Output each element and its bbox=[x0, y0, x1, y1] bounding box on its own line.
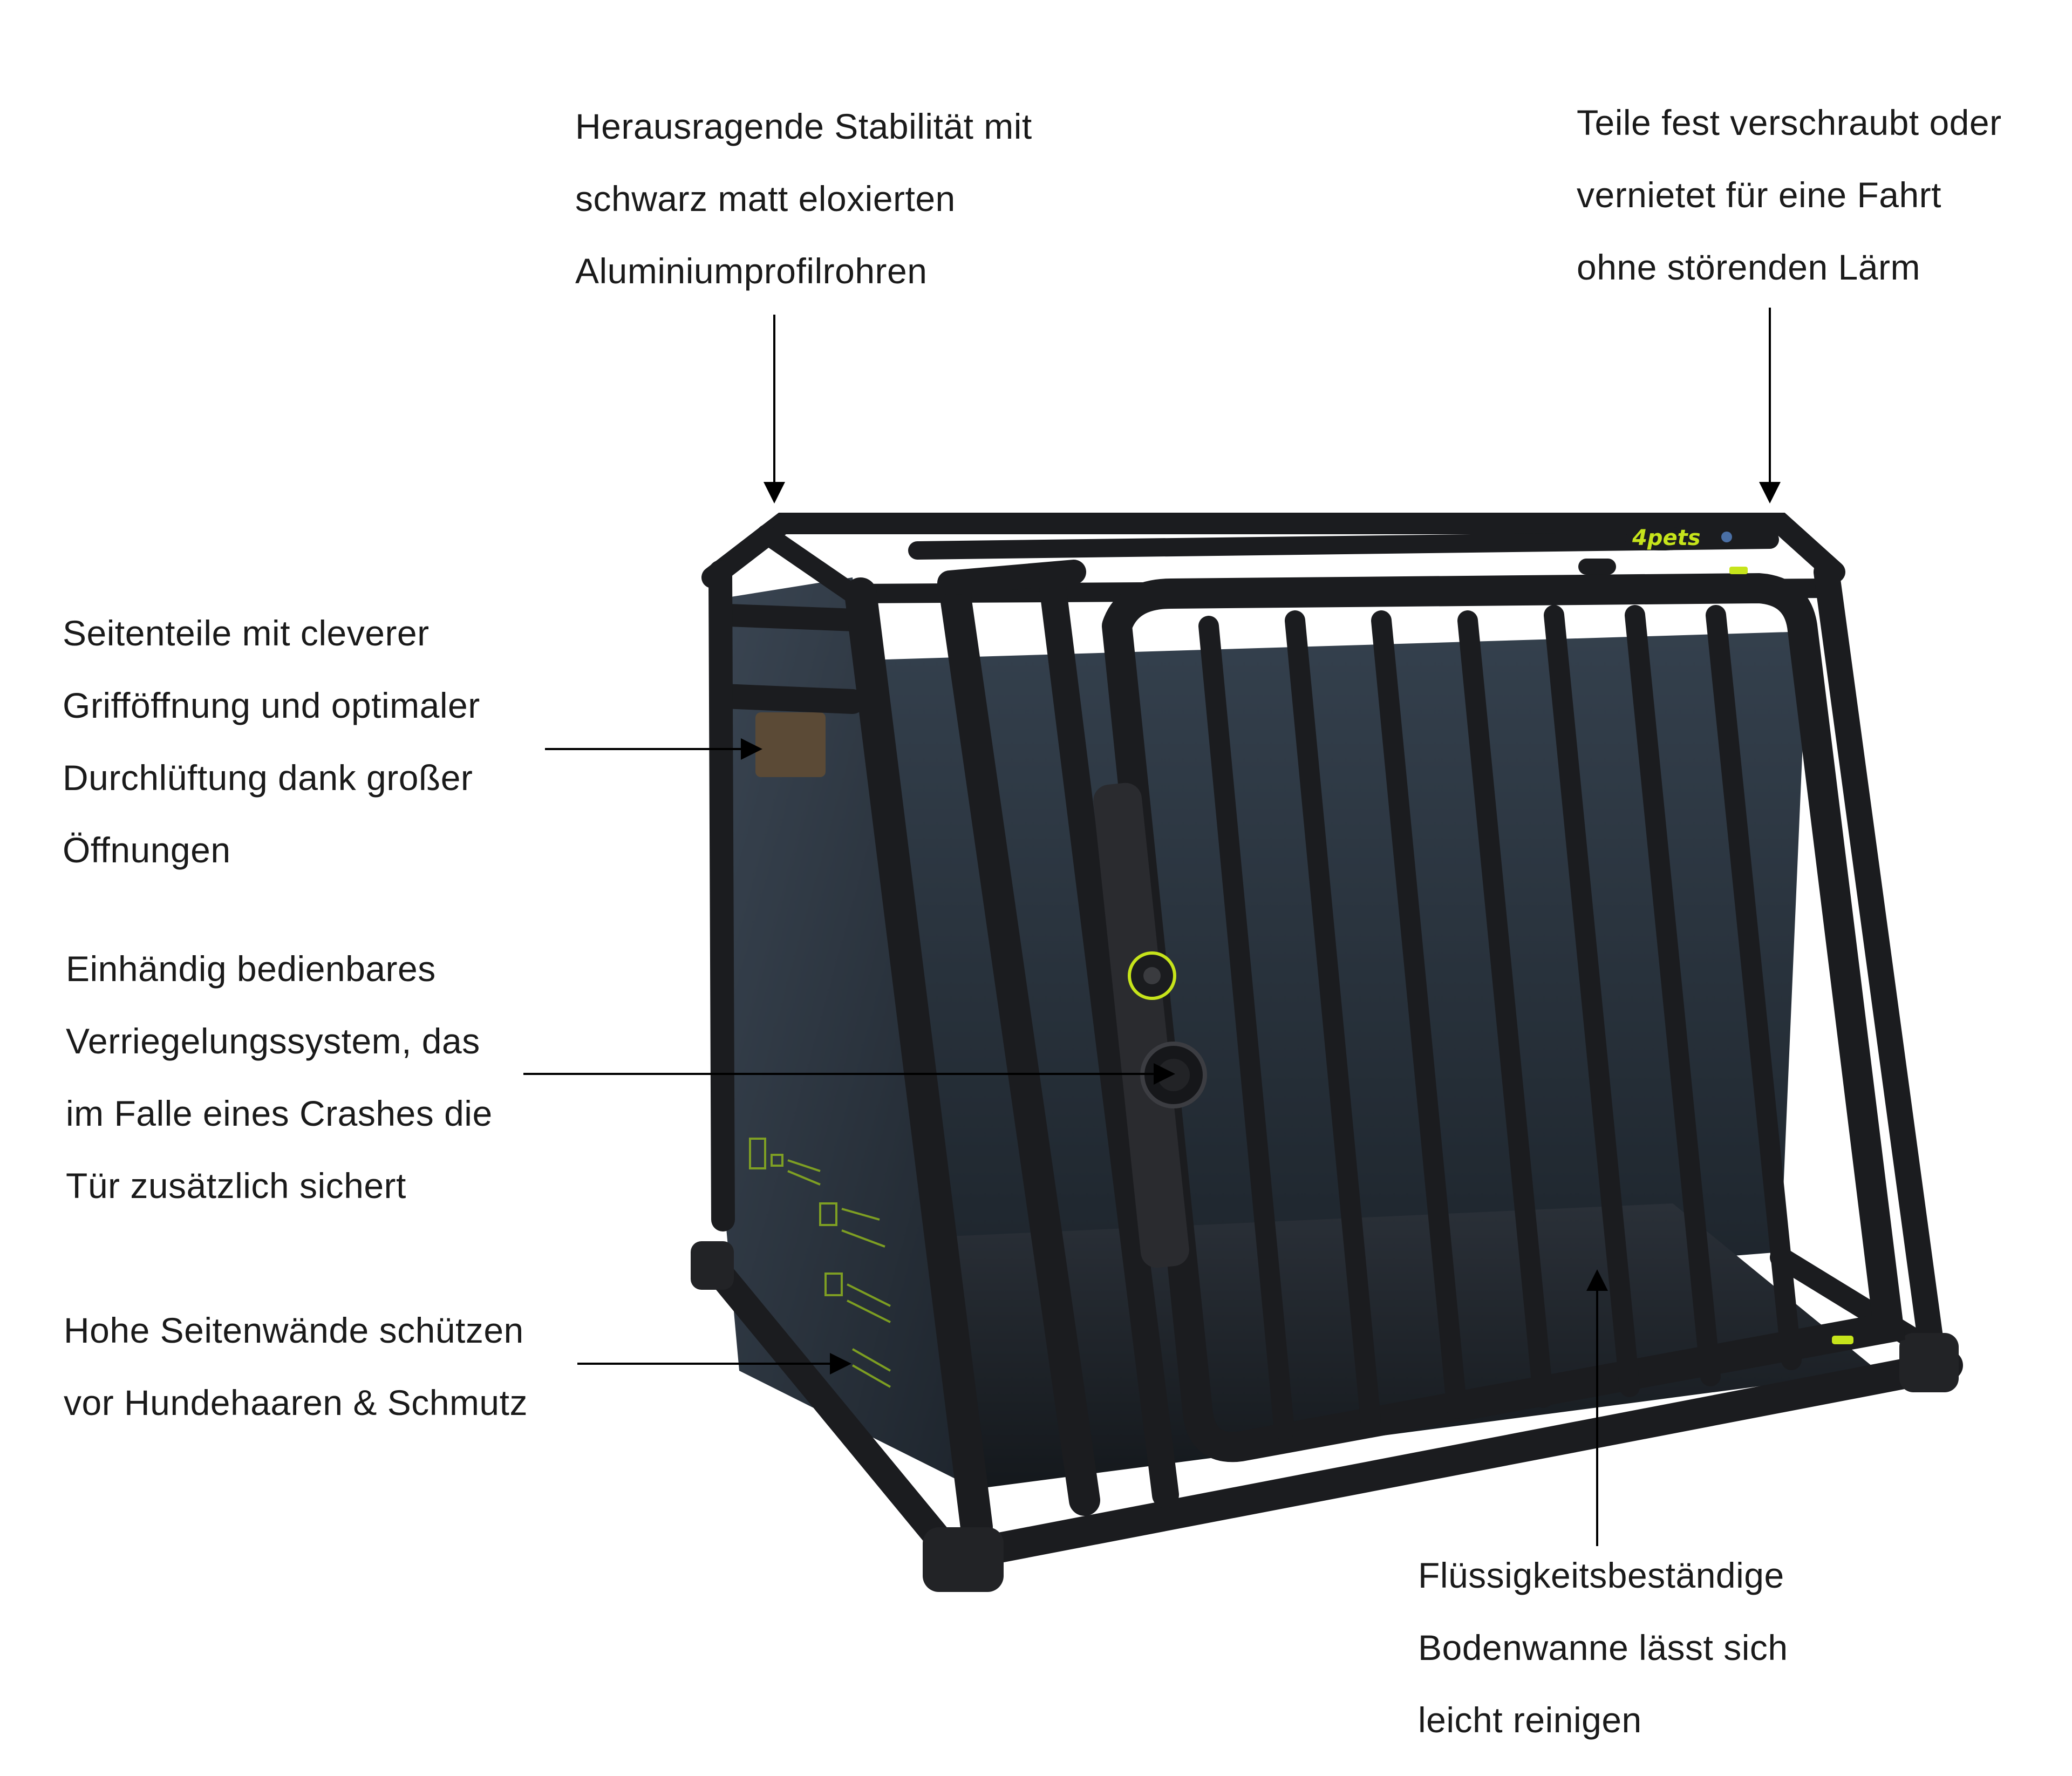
crate-back-wall bbox=[745, 631, 1808, 1328]
handle-opening bbox=[755, 712, 826, 777]
door-bars bbox=[1198, 605, 1802, 1440]
callout-line: Teile fest verschraubt oder bbox=[1577, 103, 2002, 142]
door-frame bbox=[1102, 573, 1906, 1462]
callout-line: Aluminiumprofilrohren bbox=[575, 251, 928, 291]
callout-line: Hohe Seitenwände schützen bbox=[64, 1310, 524, 1350]
callout-line: Tür zusätzlich sichert bbox=[66, 1166, 406, 1206]
callout-line: Durchlüftung dank großer bbox=[63, 758, 473, 798]
leader-lines bbox=[523, 308, 1781, 1546]
safety-label bbox=[749, 1138, 891, 1388]
callout-line: ohne störenden Lärm bbox=[1577, 247, 1920, 287]
rear-right-post bbox=[1814, 559, 1945, 1362]
callout-line: Öffnungen bbox=[63, 830, 231, 870]
callout-line: Einhändig bedienbares bbox=[66, 949, 436, 989]
callout-floor-tray: Flüssigkeitsbeständige Bodenwanne lässt … bbox=[1418, 1539, 1788, 1756]
callout-line: vernietet für eine Fahrt bbox=[1577, 175, 1941, 215]
front-left-post bbox=[844, 577, 993, 1543]
callout-locking: Einhändig bedienbares Verriegelungssyste… bbox=[66, 933, 493, 1222]
callout-line: leicht reinigen bbox=[1418, 1700, 1642, 1740]
callout-stability: Herausragende Stabilität mit schwarz mat… bbox=[575, 90, 1032, 307]
callout-line: im Falle eines Crashes die bbox=[66, 1093, 493, 1133]
crate-side-wall bbox=[718, 577, 966, 1484]
brand-logo: 4pets bbox=[1624, 526, 1732, 550]
svg-text:4pets: 4pets bbox=[1632, 526, 1701, 550]
door-fixed-bars bbox=[937, 560, 1179, 1516]
callout-line: Verriegelungssystem, das bbox=[66, 1021, 480, 1061]
rear-left-post bbox=[708, 560, 735, 1231]
corner-feet bbox=[691, 1241, 1959, 1592]
callout-line: schwarz matt eloxierten bbox=[575, 179, 956, 219]
callout-line: Herausragende Stabilität mit bbox=[575, 106, 1032, 146]
callout-side-walls: Hohe Seitenwände schützen vor Hundehaare… bbox=[64, 1294, 528, 1439]
callout-line: Grifföffnung und optimaler bbox=[63, 685, 480, 725]
callout-side-panels: Seitenteile mit cleverer Grifföffnung un… bbox=[63, 597, 480, 886]
hinge-accents bbox=[1729, 567, 1853, 1344]
callout-line: Seitenteile mit cleverer bbox=[63, 613, 430, 653]
callout-line: vor Hundehaaren & Schmutz bbox=[64, 1383, 528, 1423]
callout-line: Bodenwanne lässt sich bbox=[1418, 1628, 1788, 1668]
callout-line: Flüssigkeitsbeständige bbox=[1418, 1555, 1784, 1595]
callout-screwed: Teile fest verschraubt oder vernietet fü… bbox=[1577, 86, 2002, 303]
